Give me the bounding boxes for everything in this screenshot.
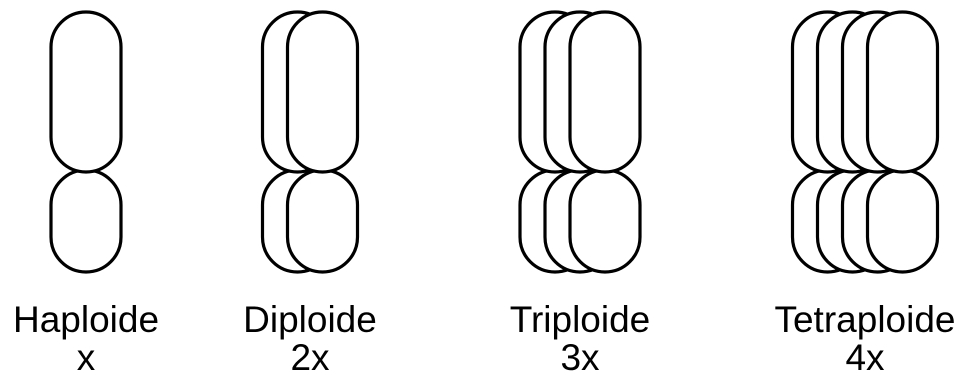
chromosome-copy bbox=[51, 12, 121, 272]
chromosome-long-arm bbox=[51, 12, 121, 172]
group-haploide: Haploide x bbox=[0, 0, 186, 376]
chromosome-set-haploide bbox=[0, 0, 186, 280]
chromosome-short-arm bbox=[868, 170, 938, 272]
chromosome-copy bbox=[570, 12, 640, 272]
group-tetraploide: Tetraploide 4x bbox=[765, 0, 965, 376]
chromosome-short-arm bbox=[570, 170, 640, 272]
group-name-triploide: Triploide bbox=[480, 300, 680, 340]
group-ploidy-haploide: x bbox=[0, 338, 186, 378]
group-triploide: Triploide 3x bbox=[480, 0, 680, 376]
group-name-tetraploide: Tetraploide bbox=[765, 300, 965, 340]
group-ploidy-tetraploide: 4x bbox=[765, 338, 965, 378]
chromosome-long-arm bbox=[288, 12, 358, 172]
chromosome-set-diploide bbox=[210, 0, 410, 280]
group-ploidy-triploide: 3x bbox=[480, 338, 680, 378]
group-name-haploide: Haploide bbox=[0, 300, 186, 340]
group-diploide: Diploide 2x bbox=[210, 0, 410, 376]
group-name-diploide: Diploide bbox=[210, 300, 410, 340]
group-ploidy-diploide: 2x bbox=[210, 338, 410, 378]
chromosome-copy bbox=[868, 12, 938, 272]
chromosome-copy bbox=[288, 12, 358, 272]
chromosome-set-triploide bbox=[480, 0, 680, 280]
chromosome-long-arm bbox=[868, 12, 938, 172]
chromosome-short-arm bbox=[51, 170, 121, 272]
chromosome-set-tetraploide bbox=[765, 0, 965, 280]
chromosome-long-arm bbox=[570, 12, 640, 172]
chromosome-short-arm bbox=[288, 170, 358, 272]
